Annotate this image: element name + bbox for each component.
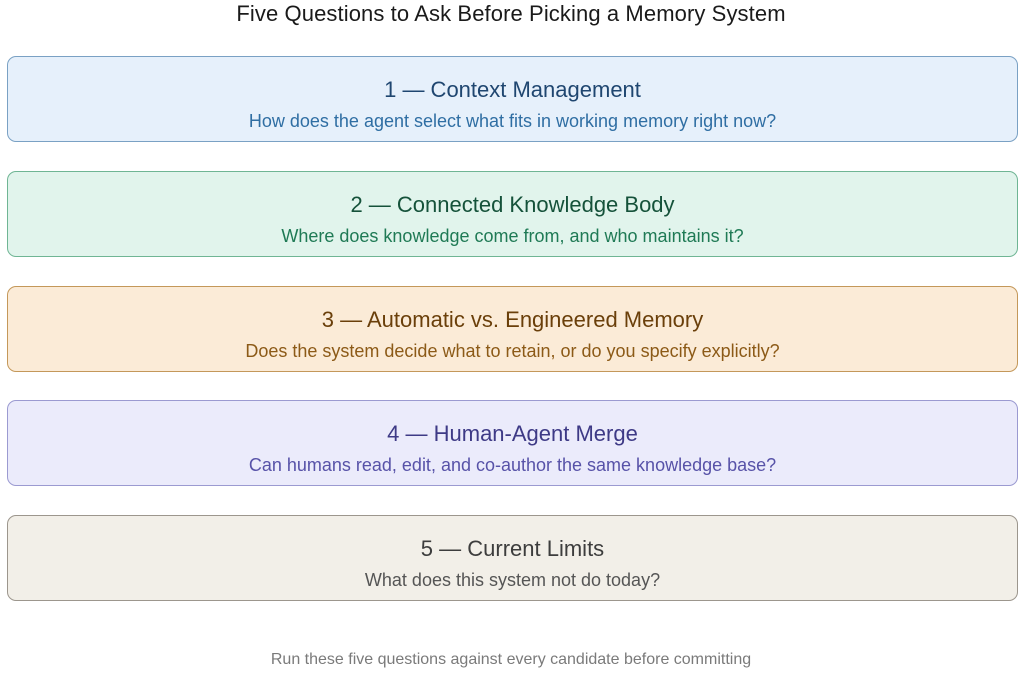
question-card-connected-knowledge-body: 2 — Connected Knowledge Body Where does … [7, 171, 1018, 257]
footer-note: Run these five questions against every c… [270, 651, 752, 668]
question-card-automatic-vs-engineered: 3 — Automatic vs. Engineered Memory Does… [7, 286, 1018, 372]
card-heading: 3 — Automatic vs. Engineered Memory [321, 307, 704, 332]
card-question: Does the system decide what to retain, o… [245, 341, 780, 361]
question-card-context-management: 1 — Context Management How does the agen… [7, 56, 1018, 142]
question-card-current-limits: 5 — Current Limits What does this system… [7, 515, 1018, 601]
card-heading: 2 — Connected Knowledge Body [350, 192, 675, 217]
card-heading: 4 — Human-Agent Merge [387, 421, 638, 446]
diagram-title: Five Questions to Ask Before Picking a M… [236, 1, 786, 26]
card-question: What does this system not do today? [364, 570, 661, 590]
card-question: Can humans read, edit, and co-author the… [248, 455, 777, 475]
card-question: Where does knowledge come from, and who … [281, 226, 744, 246]
card-question: How does the agent select what fits in w… [248, 111, 777, 131]
question-card-human-agent-merge: 4 — Human-Agent Merge Can humans read, e… [7, 400, 1018, 486]
card-heading: 5 — Current Limits [420, 536, 605, 561]
card-heading: 1 — Context Management [384, 77, 641, 102]
